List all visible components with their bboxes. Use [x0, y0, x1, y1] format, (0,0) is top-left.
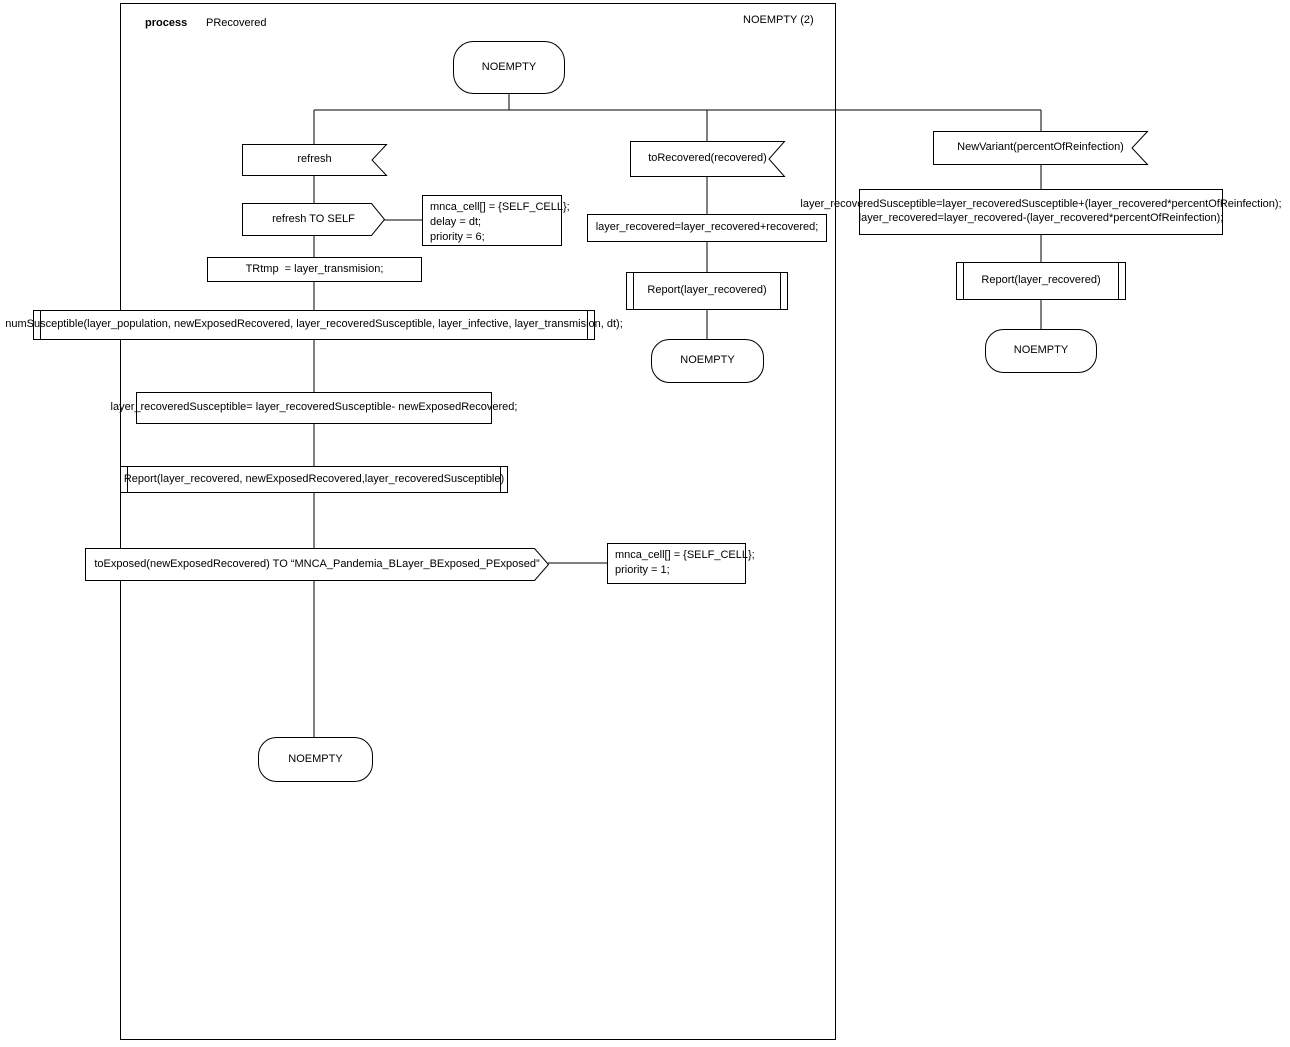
comment-refresh-to-self[interactable]: mnca_cell[] = {SELF_CELL}; delay = dt; p…: [422, 195, 570, 246]
state-label: NOEMPTY: [288, 752, 343, 765]
call-label: numSusceptible(layer_population, newExpo…: [5, 318, 623, 331]
task-label: TRtmp = layer_transmision;: [245, 262, 384, 275]
input-refresh[interactable]: refresh: [242, 144, 388, 176]
state-noempty-refresh-end[interactable]: NOEMPTY: [258, 737, 373, 782]
task-new-variant[interactable]: layer_recoveredSusceptible=layer_recover…: [800, 189, 1282, 235]
state-outline: [258, 737, 373, 782]
call-label: Report(layer_recovered): [981, 274, 1101, 287]
process-name: PRecovered: [206, 17, 267, 29]
state-label: NOEMPTY: [1013, 344, 1069, 357]
call-report-recovered[interactable]: Report(layer_recovered): [626, 272, 788, 310]
state-noempty-new-variant-end[interactable]: NOEMPTY: [985, 329, 1097, 373]
state-outline: [651, 339, 764, 383]
call-label: Report(layer_recovered): [647, 284, 767, 297]
call-label: Report(layer_recovered, newExposedRecove…: [123, 472, 505, 485]
process-frame: [120, 3, 836, 1040]
state-noempty-recovered-end[interactable]: NOEMPTY: [651, 339, 764, 383]
task-recovered-susceptible[interactable]: layer_recoveredSusceptible= layer_recove…: [111, 392, 517, 424]
input-new-variant[interactable]: NewVariant(percentOfReinfection): [933, 131, 1149, 165]
task-label: layer_recovered=layer_recovered+recovere…: [595, 221, 819, 234]
output-outline: [85, 548, 550, 581]
call-numsusceptible[interactable]: numSusceptible(layer_population, newExpo…: [5, 310, 623, 340]
call-report-new-variant[interactable]: Report(layer_recovered): [956, 262, 1126, 300]
state-label: NOEMPTY: [680, 354, 735, 367]
input-outline: [630, 141, 786, 177]
state-noempty-start[interactable]: NOEMPTY: [453, 41, 565, 94]
output-label: refresh TO SELF: [272, 212, 355, 225]
input-outline: [933, 131, 1149, 165]
task-layer-recovered[interactable]: layer_recovered=layer_recovered+recovere…: [587, 214, 827, 242]
output-refresh-to-self[interactable]: refresh TO SELF: [242, 203, 386, 236]
state-outline: [453, 41, 565, 94]
task-label: layer_recoveredSusceptible= layer_recove…: [110, 401, 518, 414]
output-to-exposed[interactable]: toExposed(newExposedRecovered) TO “MNCA_…: [85, 548, 550, 581]
comment-to-exposed[interactable]: mnca_cell[] = {SELF_CELL}; priority = 1;: [607, 543, 755, 584]
call-report-refresh[interactable]: Report(layer_recovered, newExposedRecove…: [120, 466, 508, 493]
output-outline: [242, 203, 386, 236]
task-trtmp[interactable]: TRtmp = layer_transmision;: [207, 257, 422, 282]
state-ref-label: NOEMPTY (2): [743, 14, 814, 26]
process-kind-label: process: [145, 17, 188, 29]
input-outline: [242, 144, 388, 176]
state-label: NOEMPTY: [481, 60, 537, 73]
task-label: layer_recoveredSusceptible=layer_recover…: [800, 198, 1282, 224]
output-label: toExposed(newExposedRecovered) TO “MNCA_…: [94, 557, 540, 570]
input-to-recovered[interactable]: toRecovered(recovered): [630, 141, 786, 177]
input-label: refresh: [297, 153, 332, 166]
input-label: NewVariant(percentOfReinfection): [957, 141, 1124, 154]
state-outline: [985, 329, 1097, 373]
input-label: toRecovered(recovered): [648, 152, 767, 165]
